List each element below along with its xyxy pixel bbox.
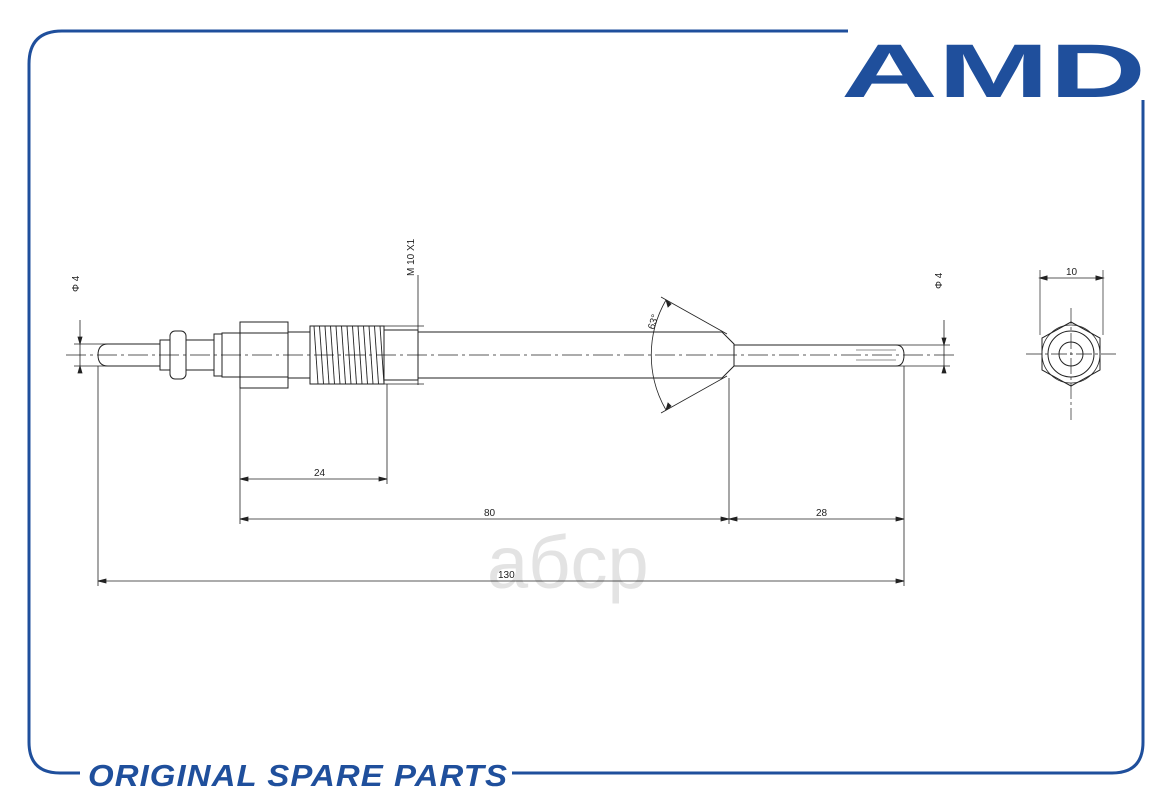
dim-diam-right-label: Φ 4	[934, 272, 945, 289]
dim-28-label: 28	[816, 508, 828, 519]
dim-diam-left-label: Φ 4	[71, 275, 82, 292]
dim-130-label: 130	[498, 570, 515, 581]
thread-line	[319, 325, 324, 385]
dim-80-label: 80	[484, 508, 496, 519]
watermark: aбcp	[487, 521, 649, 604]
hex-outline	[1041, 321, 1101, 387]
angle-label: 63°	[646, 313, 661, 331]
glow-plug-side-view	[66, 321, 957, 389]
frame-border	[27, 29, 1145, 775]
thread-line	[324, 325, 330, 385]
hex-end-view	[1026, 270, 1116, 420]
thread-line	[379, 325, 385, 385]
brand-logo: AMD	[841, 29, 1146, 114]
thread-line	[330, 325, 335, 385]
thread-line	[352, 325, 357, 385]
brand-logo-text: AMD	[841, 29, 1146, 114]
thread-label: M 10 X1	[406, 238, 417, 276]
thread-line	[335, 325, 341, 385]
thread-line	[313, 325, 319, 385]
thread-line	[363, 325, 368, 385]
thread-line	[374, 325, 379, 385]
thread-lines	[313, 325, 385, 385]
dim-24-label: 24	[314, 468, 326, 479]
dimensions	[74, 275, 950, 586]
heater-tip	[733, 344, 905, 367]
footer-text: ORIGINAL SPARE PARTS	[88, 758, 508, 793]
thread-line	[341, 325, 346, 385]
thread-line	[346, 325, 352, 385]
hex-size-label: 10	[1066, 267, 1078, 278]
angle-arc	[650, 299, 667, 411]
thread-line	[368, 325, 374, 385]
thread-line	[357, 325, 363, 385]
